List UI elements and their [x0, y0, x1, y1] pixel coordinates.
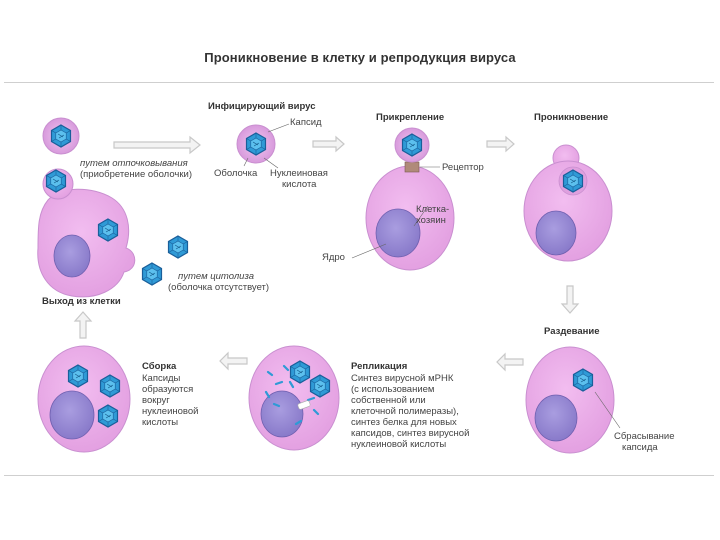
replication-text-line: Синтез вирусной мРНК: [351, 373, 454, 384]
label-budding-1: путем отпочковывания: [80, 158, 188, 169]
label-shedding-1: Сбрасывание: [614, 431, 675, 442]
penetration-nucleus: [535, 210, 577, 256]
assembly-description: Капсиды образуются вокруг нуклеиновой ки…: [142, 373, 198, 428]
replication-nucleus: [260, 390, 304, 438]
stage-exit: Выход из клетки: [42, 296, 121, 307]
receptor: [404, 161, 420, 173]
flow-arrows: [73, 135, 580, 372]
arrow-uncoating-to-replication: [496, 352, 524, 372]
uncoating-cell: [525, 346, 621, 454]
label-shedding-2: капсида: [622, 442, 658, 453]
label-budding-2: (приобретение оболочки): [80, 169, 192, 180]
label-host-cell-2: хозяин: [416, 215, 446, 226]
assembly-text-line: кислоты: [142, 417, 179, 428]
replication-text-line: капсидов, синтез вирусной: [351, 428, 470, 439]
exit-nucleus: [53, 234, 91, 278]
label-capsid: Капсид: [290, 117, 322, 128]
label-lysis-2: (оболочка отсутствует): [168, 282, 270, 293]
label-receptor: Рецептор: [442, 162, 484, 173]
label-nucleic-acid-2: кислота: [282, 179, 317, 190]
arrow-replication-to-assembly: [219, 351, 248, 371]
assembly-cell: [37, 345, 131, 453]
stage-uncoating: Раздевание: [544, 326, 600, 337]
replication-text-line: нуклеиновой кислоты: [351, 439, 447, 450]
page-title: Проникновение в клетку и репродукция вир…: [204, 50, 516, 65]
label-lysis-1: путем цитолиза: [178, 271, 255, 282]
diagram-panel: [4, 82, 714, 476]
stage-penetration: Проникновение: [534, 112, 609, 123]
replication-cell: [248, 345, 340, 451]
exit-enveloped-virus: [42, 117, 80, 155]
replication-description: Синтез вирусной мРНК (с использованием с…: [351, 373, 469, 450]
replication-text-line: собственной или: [351, 395, 426, 406]
assembly-text-line: образуются: [142, 384, 194, 395]
ribosome: [297, 400, 311, 410]
uncoating-nucleus: [534, 394, 578, 442]
assembly-text-line: вокруг: [142, 395, 170, 406]
label-envelope: Оболочка: [214, 168, 258, 179]
arrow-assembly-to-exit: [73, 311, 93, 339]
arrow-exit-to-infecting: [113, 135, 201, 155]
stage-infecting-virus: Инфицирующий вирус: [208, 101, 316, 112]
arrow-attach-to-penetration: [486, 135, 515, 153]
assembly-text-line: нуклеиновой: [142, 406, 199, 417]
label-host-cell-1: Клетка-: [416, 204, 450, 215]
attachment-cell: [351, 127, 455, 271]
label-nucleic-acid-1: Нуклеиновая: [270, 168, 328, 179]
attachment-nucleus: [375, 208, 421, 258]
arrow-infecting-to-attach: [312, 135, 345, 153]
replication-text-line: синтез белка для новых: [351, 417, 457, 428]
replication-text-line: клеточной полимеразы),: [351, 406, 459, 417]
stage-replication: Репликация: [351, 361, 408, 372]
label-nucleus: Ядро: [322, 252, 345, 263]
assembly-text-line: Капсиды: [142, 373, 181, 384]
replication-text-line: (с использованием: [351, 384, 435, 395]
penetration-cell: [523, 144, 613, 262]
arrow-penetration-to-uncoating: [560, 285, 580, 314]
infecting-virus: [236, 123, 290, 169]
stage-attachment: Прикрепление: [376, 112, 445, 123]
assembly-nucleus: [49, 390, 95, 440]
stage-assembly: Сборка: [142, 361, 177, 372]
exit-cell: [37, 168, 136, 298]
